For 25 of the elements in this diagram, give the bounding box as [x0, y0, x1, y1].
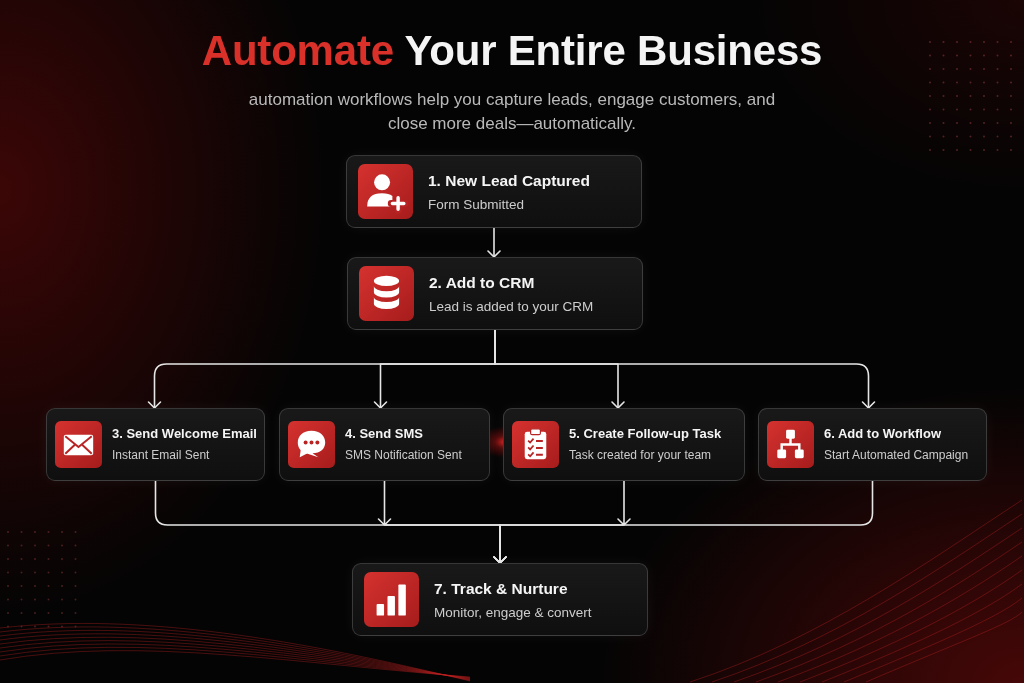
subtitle: automation workflows help you capture leads, engage customers, and close more deals—automatically.: [247, 89, 777, 135]
step-card: [346, 155, 642, 228]
step-description: Task created for your team: [569, 448, 713, 463]
step-card: [352, 563, 648, 636]
step-card: [279, 408, 490, 481]
step-title: 2. Add to CRM: [429, 272, 536, 292]
step-title: 6. Add to Workflow: [824, 426, 942, 442]
step-description: Start Automated Campaign: [824, 448, 969, 463]
step-title: 1. New Lead Captured: [428, 170, 590, 190]
step-description: Form Submitted: [428, 195, 526, 213]
flow-arrow: [487, 227, 501, 258]
step-description: Instant Email Sent: [112, 448, 211, 463]
step-description: SMS Notification Sent: [345, 448, 462, 463]
step-title: 3. Send Welcome Email: [112, 426, 257, 442]
step-card: [503, 408, 745, 481]
step-card: [347, 257, 643, 330]
step-card: [758, 408, 987, 481]
step-title: 4. Send SMS: [345, 426, 425, 442]
step-description: Lead is added to your CRM: [429, 297, 594, 315]
step-description: Monitor, engage & convert: [434, 603, 592, 621]
flow-arrow: [493, 480, 874, 564]
step-card: [46, 408, 265, 481]
title: Automate Your Entire Business: [201, 27, 823, 75]
step-title: 7. Track & Nurture: [434, 578, 569, 598]
step-title: 5. Create Follow-up Task: [569, 426, 722, 442]
